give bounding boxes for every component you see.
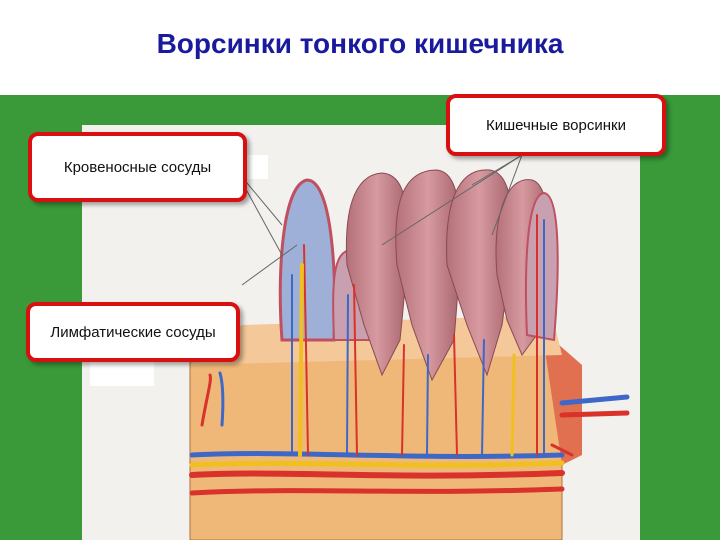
pointer-line bbox=[241, 181, 283, 256]
pointer-line bbox=[491, 154, 523, 236]
artery-vessel bbox=[200, 373, 212, 427]
label-backdrop bbox=[90, 362, 154, 386]
artery-vessel bbox=[550, 443, 574, 457]
pointer-line bbox=[241, 244, 298, 286]
callout-lymph-vessels: Лимфатические сосуды bbox=[26, 302, 240, 362]
lymph-vessel bbox=[189, 460, 565, 468]
vein-vessel bbox=[559, 394, 630, 406]
slide-title: Ворсинки тонкого кишечника bbox=[156, 28, 564, 59]
title-band bbox=[0, 0, 720, 95]
artery-vessel bbox=[353, 284, 358, 456]
vein-vessel bbox=[346, 294, 349, 456]
villus bbox=[278, 178, 337, 342]
vein-vessel bbox=[426, 354, 429, 456]
artery-vessel bbox=[303, 244, 309, 456]
pointer-line bbox=[381, 154, 523, 246]
tissue-side bbox=[542, 330, 582, 465]
vein-vessel bbox=[189, 451, 565, 459]
lymph-vessel bbox=[510, 353, 516, 457]
villus bbox=[345, 172, 408, 377]
vein-vessel bbox=[218, 371, 225, 427]
lymph-vessel bbox=[298, 263, 304, 457]
artery-vessel bbox=[189, 470, 565, 479]
callout-villi: Кишечные ворсинки bbox=[446, 94, 666, 156]
pointer-line bbox=[241, 176, 283, 226]
villus bbox=[395, 169, 461, 382]
villus bbox=[524, 191, 559, 342]
artery-vessel bbox=[401, 344, 405, 456]
artery-vessel bbox=[189, 486, 565, 496]
villi-illustration bbox=[189, 154, 630, 540]
artery-vessel bbox=[453, 334, 458, 456]
artery-vessel bbox=[559, 410, 630, 418]
callout-blood-vessels: Кровеносные сосуды bbox=[28, 132, 247, 202]
vein-vessel bbox=[481, 339, 485, 456]
